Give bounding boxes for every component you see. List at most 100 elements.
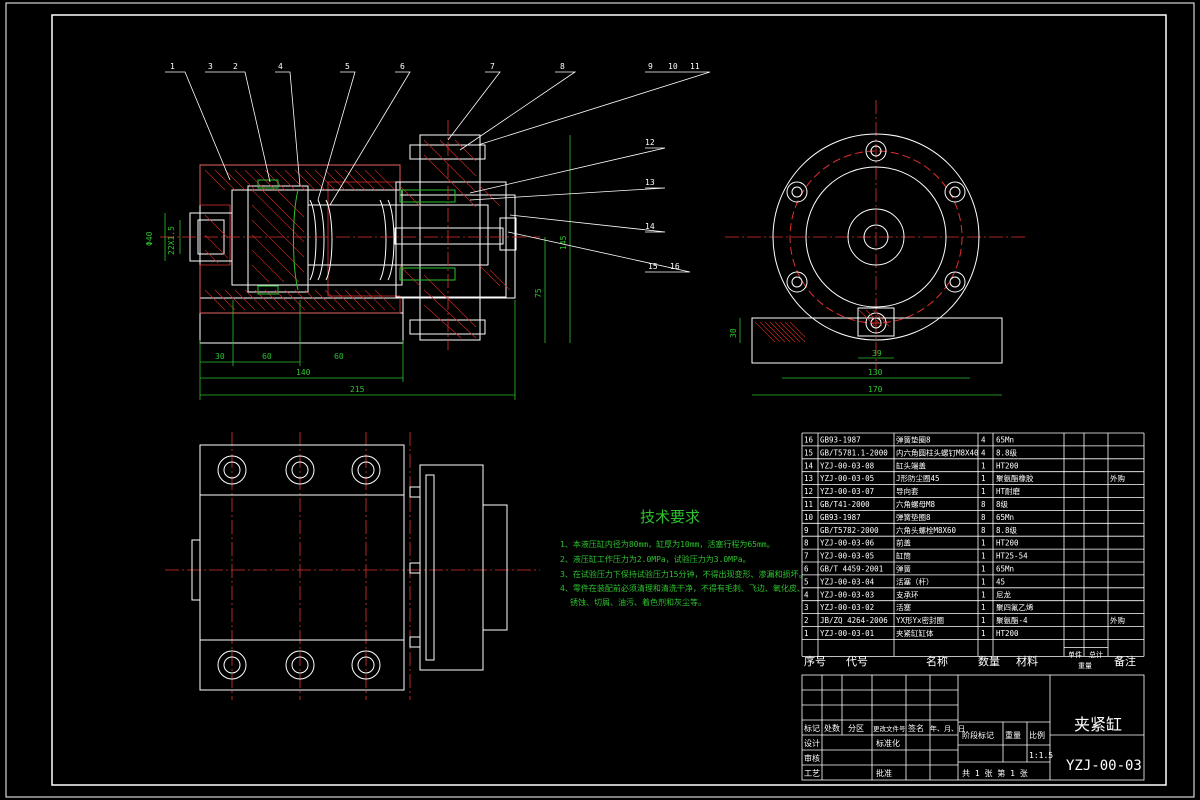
tech-req-3: 3、在试验压力下保持试验压力15分钟，不得出现变形、渗漏和损坏。 — [560, 569, 806, 579]
bom-cell: 外购 — [1110, 615, 1125, 625]
bom-cell: 聚四氟乙烯 — [996, 602, 1034, 612]
callout-2: 2 — [233, 62, 238, 71]
seal-rings — [257, 179, 456, 295]
tb-zone: 分区 — [848, 724, 864, 733]
bom-cell: HT耐磨 — [996, 486, 1021, 496]
tb-count: 处数 — [824, 723, 840, 733]
tech-req-2: 2、液压缸工作压力为2.0MPa，试验压力为3.0MPa。 — [560, 554, 751, 564]
bom-cell: GB93-1987 — [820, 513, 861, 522]
bom-cell: 10 — [804, 513, 814, 522]
tb-ratio: 比例 — [1029, 730, 1045, 740]
bom-cell: 弹簧垫圈8 — [896, 512, 931, 522]
bom-cell: 六角头螺栓M8X60 — [896, 525, 957, 535]
bom-cell: 6 — [804, 565, 809, 574]
bom-cell: 7 — [804, 552, 809, 561]
bom-header-total: 总计 — [1089, 650, 1103, 659]
bom-cell: 六角螺母M8 — [896, 499, 936, 509]
tb-design: 设计 — [804, 738, 820, 748]
callout-6: 6 — [400, 62, 405, 71]
bom-cell: 活塞（杆） — [896, 576, 934, 586]
bom-cell: YZJ-00-03-04 — [820, 577, 875, 586]
bom-header-no: 序号 — [804, 654, 826, 668]
tb-std: 标准化 — [876, 738, 900, 748]
bom-cell: 1 — [981, 590, 986, 599]
bom-cell: 45 — [996, 577, 1005, 586]
bom-cell: 弹簧垫圈8 — [896, 435, 931, 445]
dim-40: Φ40 — [145, 231, 154, 246]
tech-req-1: 1、本液压缸内径为80mm，缸厚为10mm，活塞行程为65mm。 — [560, 539, 775, 549]
bom-cell: 聚氨酯橡胶 — [996, 473, 1034, 483]
callout-9: 9 — [648, 62, 653, 71]
dim-75: 75 — [534, 288, 543, 298]
bom-cell: 8 — [981, 526, 986, 535]
section-hatch — [204, 139, 511, 339]
tech-req-5: 锈蚀、切屑、油污、着色剂和灰尘等。 — [570, 597, 706, 607]
bom-cell: HT200 — [996, 461, 1019, 470]
drawing-title: 夹紧缸 — [1074, 715, 1122, 734]
tb-sheets: 共 1 张 第 1 张 — [962, 768, 1028, 778]
bom-cell: 尼龙 — [996, 589, 1011, 599]
centerlines — [160, 100, 1025, 700]
bom-cell: 4 — [981, 448, 986, 457]
dim-r170: 170 — [868, 385, 883, 394]
tb-docno: 更改文件号 — [873, 724, 906, 733]
bom-cell: 2 — [804, 616, 809, 625]
bom-cell: J形防尘圈45 — [896, 473, 940, 483]
callout-11: 11 — [690, 62, 700, 71]
dim-r39: 39 — [872, 349, 882, 358]
bom-cell: JB/ZQ 4264-2006 — [820, 616, 888, 625]
bom-cell: 聚氨酯-4 — [996, 615, 1028, 625]
dim-60b: 60 — [334, 352, 344, 361]
bom-cell: 缸头端盖 — [896, 460, 926, 470]
tech-req-title: 技术要求 — [640, 508, 700, 526]
callout-10: 10 — [668, 62, 678, 71]
bom-cell: 1 — [981, 629, 986, 638]
bom-cell: 8.8级 — [996, 525, 1018, 535]
bom-cell: HT25-54 — [996, 552, 1028, 561]
bom-cell: HT200 — [996, 629, 1019, 638]
bom-cell: 4 — [981, 436, 986, 445]
bom-cell: 11 — [804, 500, 813, 509]
bom-cell: 3 — [804, 603, 809, 612]
bom-cell: GB/T 4459-2001 — [820, 565, 883, 574]
bom-cell: 外购 — [1110, 473, 1125, 483]
tech-req-4: 4、零件在装配前必须清理和清洗干净，不得有毛刺、飞边、氧化皮、 — [560, 583, 805, 593]
bom-cell: GB/T5782-2000 — [820, 526, 879, 535]
bom-cell: 1 — [981, 577, 986, 586]
bom-cell: 12 — [804, 487, 813, 496]
bom-cell: 1 — [981, 616, 986, 625]
bom-cell: HT200 — [996, 539, 1019, 548]
bom-cell: YZJ-00-03-01 — [820, 629, 874, 638]
bom-header-unit: 单件 — [1068, 650, 1082, 659]
callout-8: 8 — [560, 62, 565, 71]
tb-approve: 批准 — [876, 768, 892, 778]
bom-cell: 13 — [804, 474, 813, 483]
bom-header-code: 代号 — [846, 655, 868, 668]
bom-cell: 9 — [804, 526, 809, 535]
callout-13: 13 — [645, 178, 655, 187]
dim-r30: 30 — [729, 328, 738, 338]
bom-cell: YX形Yx密封圈 — [896, 615, 944, 625]
tb-sign: 签名 — [908, 723, 924, 733]
bom-cell: 内六角圆柱头螺钉M8X40 — [896, 447, 979, 457]
bom-cell: 缸筒 — [896, 551, 911, 561]
callout-3: 3 — [208, 62, 213, 71]
bom-cell: 1 — [981, 487, 986, 496]
bom-cell: 导向套 — [896, 486, 919, 496]
callout-12: 12 — [645, 138, 655, 147]
callout-7: 7 — [490, 62, 495, 71]
callout-4: 4 — [278, 62, 283, 71]
bom-header-weight: 重量 — [1078, 662, 1092, 670]
bom-cell: 支承环 — [896, 589, 919, 599]
bom-cell: 5 — [804, 577, 809, 586]
bom-cell: 8级 — [996, 499, 1009, 509]
bom-cell: YZJ-00-03-05 — [820, 474, 874, 483]
bom-cell: 1 — [981, 603, 986, 612]
dimension-lines — [164, 135, 1002, 400]
bom-cell: 8 — [981, 500, 986, 509]
outer-border — [5, 2, 1195, 798]
bom-cell: 1 — [981, 461, 986, 470]
dim-145: 145 — [559, 235, 568, 250]
drawing-code: YZJ-00-03 — [1066, 758, 1142, 774]
bom-cell: 65Mn — [996, 565, 1014, 574]
